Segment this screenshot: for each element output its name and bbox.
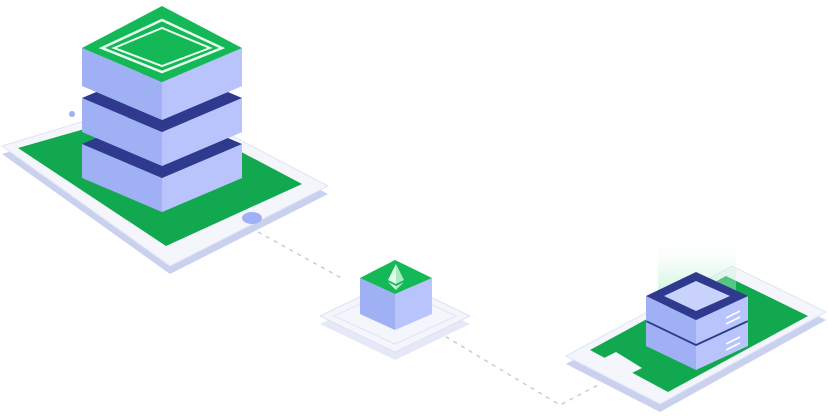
node-vents bbox=[725, 310, 741, 351]
phone-notch bbox=[604, 352, 642, 374]
ethereum-block-icon bbox=[318, 260, 472, 360]
tablet-camera bbox=[69, 111, 75, 117]
connector-tablet-to-block bbox=[257, 231, 346, 281]
node-icon bbox=[646, 236, 748, 370]
ethereum-glyph bbox=[388, 264, 404, 290]
tablet-home-button bbox=[242, 212, 262, 224]
connector-block-to-phone bbox=[437, 331, 601, 406]
server-layer-top bbox=[82, 6, 242, 120]
node-top-glass bbox=[664, 281, 730, 311]
connector-lines bbox=[257, 231, 601, 406]
server-stack-icon bbox=[82, 6, 242, 212]
